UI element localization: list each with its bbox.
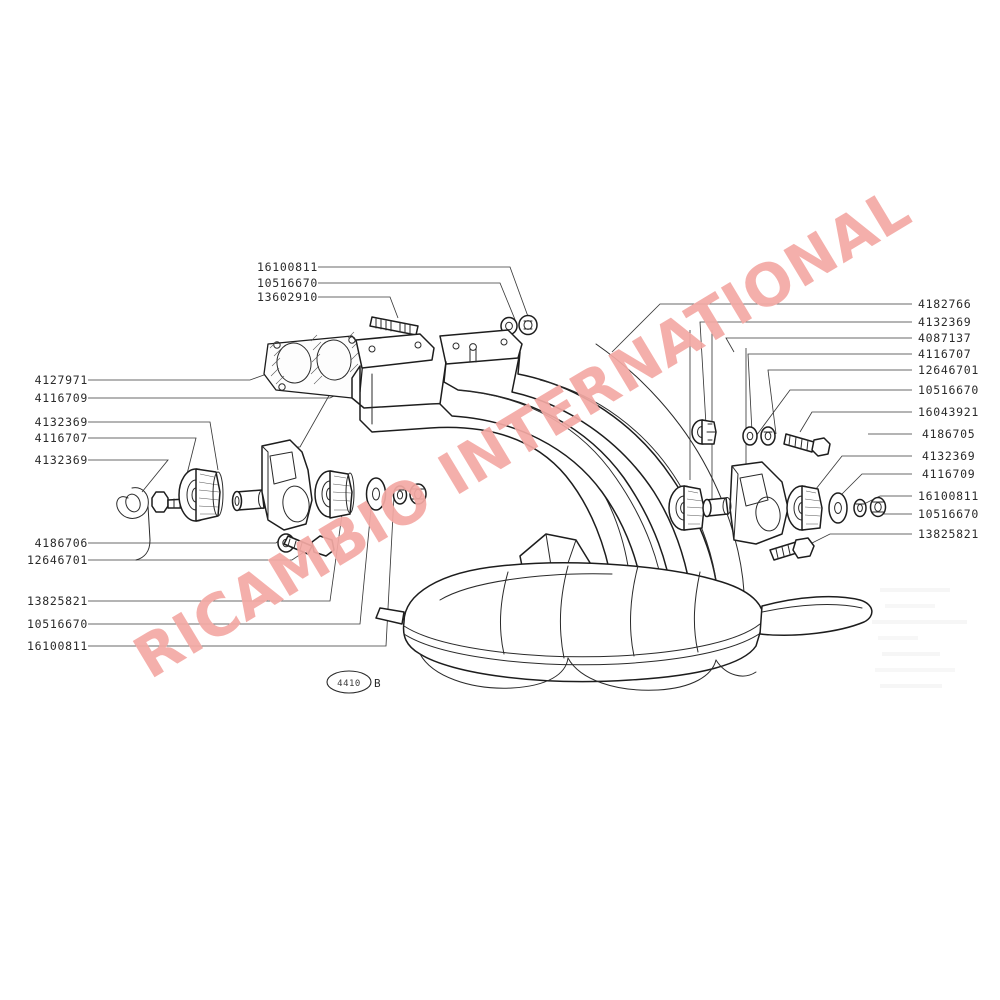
label-ll-2: 10516670: [27, 617, 88, 631]
label-lm-1: 4186706: [35, 536, 88, 550]
label-r-5: 12646701: [918, 363, 979, 377]
right-mount-group: [668, 419, 887, 561]
gasket-hatching: [269, 331, 361, 385]
left-nut: [409, 483, 427, 505]
leader-r-1: [611, 303, 912, 353]
leader-tl-1: [318, 266, 531, 323]
manifold-washer-nut-pair: [500, 314, 538, 336]
label-r-3: 4087137: [918, 331, 971, 345]
leader-r-13: [801, 533, 912, 549]
silencer-front-strap: [375, 607, 405, 625]
label-r-7: 16043921: [918, 405, 979, 419]
label-r-8: 4186705: [922, 427, 975, 441]
label-lu-5: 4132369: [35, 453, 88, 467]
leader-ll-1: [88, 499, 345, 602]
right-lower-bolt: [769, 537, 815, 561]
label-lu-1: 4127971: [35, 373, 88, 387]
manifold-stud: [369, 316, 419, 336]
figure-reference-number: 4410: [337, 679, 361, 689]
left-mount-group: [116, 439, 427, 561]
label-ll-3: 16100811: [27, 639, 88, 653]
leader-r-11: [863, 495, 912, 505]
leader-lu-3: [88, 421, 219, 471]
label-r-12: 10516670: [918, 507, 979, 521]
right-top-bolt: [783, 433, 831, 457]
label-r-10: 4116709: [922, 467, 975, 481]
right-bushing-right: [786, 485, 823, 531]
right-spacer-sleeve: [702, 497, 732, 518]
label-r-9: 4132369: [922, 449, 975, 463]
right-top-bushing: [691, 419, 717, 445]
manifold-flange-strip: [355, 329, 523, 369]
label-tl-3: 13602910: [257, 290, 318, 304]
manifold-tube-4: [595, 343, 745, 593]
label-lm-2: 12646701: [27, 553, 88, 567]
leader-lm-1: [88, 537, 283, 544]
figure-reference: 4410 B: [326, 670, 381, 694]
page-bleed-through: [872, 588, 967, 688]
label-r-13: 13825821: [918, 527, 979, 541]
leader-lm-2: [88, 547, 311, 561]
label-r-6: 10516670: [918, 383, 979, 397]
leader-r-6: [755, 389, 912, 437]
leader-r-5: [767, 369, 912, 435]
leader-r-2: [699, 321, 912, 426]
label-text-layer: 16100811 10516670 13602910 4127971 41167…: [27, 260, 979, 653]
left-rubber-bushing: [178, 468, 224, 522]
silencer-assembly: [375, 562, 873, 691]
left-large-washer: [365, 477, 387, 511]
leader-r-9: [811, 455, 912, 495]
left-rubber-bushing-2: [314, 470, 355, 519]
left-spring-washer: [392, 485, 408, 505]
label-tl-1: 16100811: [257, 260, 318, 274]
leader-r-4: [747, 353, 912, 433]
label-tl-2: 10516670: [257, 276, 318, 290]
label-r-4: 4116707: [918, 347, 971, 361]
left-mount-bracket: [261, 439, 313, 531]
leader-ll-2: [88, 497, 373, 625]
right-spring-washer: [853, 498, 867, 518]
manifold-gasket: [263, 331, 365, 399]
leader-tl-3: [318, 296, 399, 319]
leader-r-10: [835, 473, 912, 501]
silencer-tailpipe: [759, 595, 873, 636]
label-r-11: 16100811: [918, 489, 979, 503]
leader-lu-5: [88, 459, 169, 493]
label-r-1: 4182766: [918, 297, 971, 311]
label-lu-3: 4132369: [35, 415, 88, 429]
leader-lu-4: [88, 437, 197, 479]
right-bushing-left: [668, 485, 705, 531]
right-nut: [869, 496, 887, 518]
label-r-2: 4132369: [918, 315, 971, 329]
leader-ll-3: [88, 495, 395, 647]
leader-r-3: [725, 337, 912, 353]
left-hook-clip: [116, 487, 151, 561]
right-mount-bracket: [729, 461, 789, 545]
left-lower-bolt: [283, 535, 335, 557]
left-spacer-sleeve: [231, 489, 268, 512]
label-lu-4: 4116707: [35, 431, 88, 445]
right-top-washers: [742, 426, 776, 446]
leader-r-7: [799, 411, 912, 433]
right-washer: [828, 492, 848, 524]
leader-tl-2: [318, 282, 517, 323]
label-ll-1: 13825821: [27, 594, 88, 608]
label-lu-2: 4116709: [35, 391, 88, 405]
figure-reference-letter: B: [374, 677, 381, 690]
